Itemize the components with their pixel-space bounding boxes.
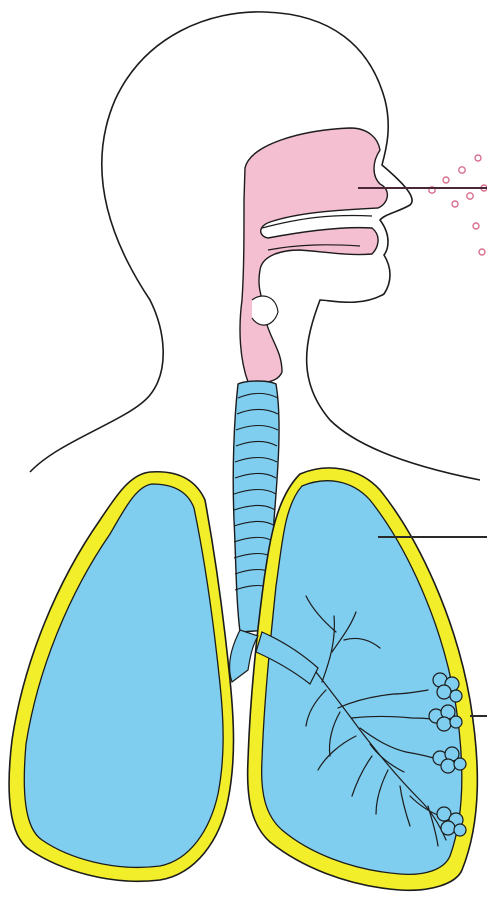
air-particle: [467, 193, 473, 199]
air-particle: [479, 249, 485, 255]
air-particle: [443, 177, 449, 183]
air-particle: [475, 155, 481, 161]
air-particle: [452, 201, 458, 207]
nasal-cavity: [240, 128, 387, 383]
air-particle: [459, 167, 465, 173]
pharynx-notch: [252, 296, 278, 325]
air-particles: [429, 155, 487, 255]
right-lung: [262, 481, 462, 875]
air-particle: [473, 223, 479, 229]
left-lung: [24, 484, 223, 867]
